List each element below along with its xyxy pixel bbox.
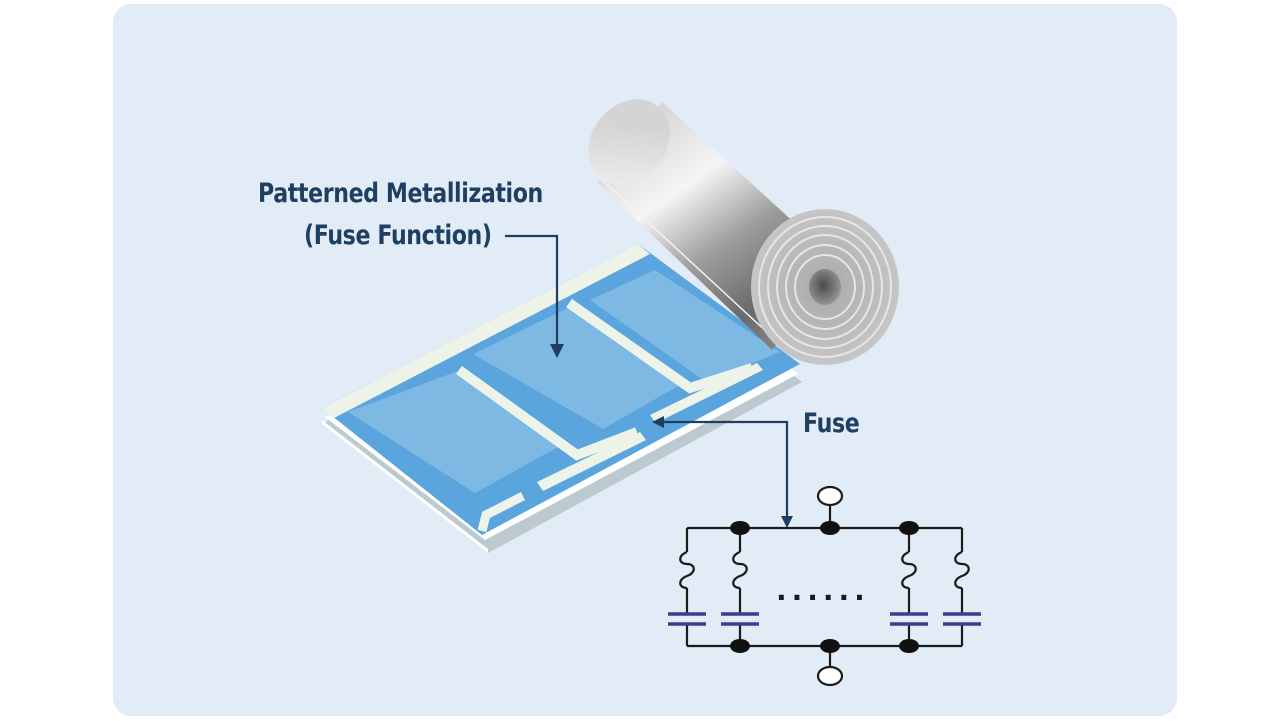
metallized-pad <box>348 371 558 493</box>
junction-dots <box>730 521 919 653</box>
roll-layer-ring <box>794 254 856 320</box>
capacitor-branch <box>943 528 981 646</box>
fuse-bridge <box>477 491 526 533</box>
film-roll <box>588 99 899 365</box>
fuse-link <box>650 363 763 423</box>
roll-back-end <box>588 99 670 185</box>
fuse-callout-arrow <box>652 416 793 528</box>
fuse-label: Fuse <box>803 408 860 439</box>
circuit-ellipsis: ...... <box>776 574 870 607</box>
roll-seam <box>597 175 771 336</box>
metallized-pad <box>590 270 780 382</box>
capacitor-branch <box>721 528 759 646</box>
roll-layer-ring <box>785 244 865 330</box>
terminal-bottom <box>816 665 844 687</box>
fuse-link <box>537 432 646 491</box>
capacitor-branch <box>668 528 706 646</box>
roll-core-hole <box>809 269 841 305</box>
roll-layer-ring <box>758 216 892 358</box>
pattern-callout-arrow <box>505 234 564 358</box>
film-top-margin <box>322 244 650 418</box>
film-strip <box>322 244 802 553</box>
film-bottom-layer-edge <box>322 420 488 553</box>
segment-separator <box>566 298 754 394</box>
roll-layer-ring <box>776 234 874 340</box>
roll-layer-ring <box>767 225 883 349</box>
capacitor-branch <box>890 528 928 646</box>
fuse-function-label: (Fuse Function) <box>304 220 492 251</box>
metallized-pad <box>473 308 687 429</box>
patterned-metallization-label: Patterned Metallization <box>258 178 543 209</box>
terminal-top <box>816 485 844 507</box>
capacitor-bank-circuit <box>668 485 981 687</box>
segment-separator <box>456 365 639 461</box>
